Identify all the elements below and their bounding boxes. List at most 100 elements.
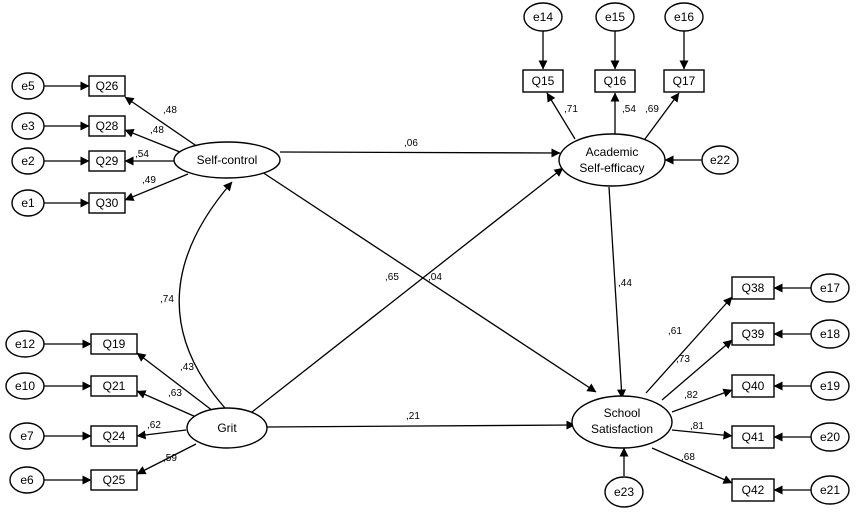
svg-text:Q29: Q29	[96, 154, 119, 168]
edge-sc-ss	[261, 171, 597, 393]
edge-ss-q41	[671, 429, 733, 440]
edge-ss-q38	[645, 296, 733, 394]
edge-ase-ss	[608, 186, 626, 399]
svg-text:Q28: Q28	[96, 119, 119, 133]
svg-text:Q15: Q15	[532, 74, 555, 88]
error-e7: e7	[9, 422, 45, 450]
indicator-q21: Q21	[90, 375, 138, 397]
loading-q41: ,81	[690, 421, 704, 432]
path-grit-ase: ,65	[385, 272, 399, 283]
path-grit-ss: ,21	[406, 411, 420, 422]
svg-text:Q38: Q38	[742, 281, 765, 295]
svg-text:e5: e5	[21, 79, 35, 93]
latent-school-satisfaction: School Satisfaction	[571, 395, 673, 449]
error-e3: e3	[11, 112, 45, 140]
svg-text:Q16: Q16	[604, 74, 627, 88]
indicator-q42: Q42	[731, 478, 775, 502]
error-e1: e1	[11, 189, 45, 217]
svg-text:e14: e14	[533, 10, 553, 24]
edge-grit-q25	[136, 443, 197, 475]
latent-grit: Grit	[186, 407, 268, 449]
edge-grit-q19	[136, 352, 214, 412]
error-e22: e22	[701, 145, 739, 175]
svg-text:Q21: Q21	[103, 379, 126, 393]
indicator-q19: Q19	[90, 333, 138, 355]
edge-ss-q42	[651, 447, 733, 484]
error-e15: e15	[595, 2, 635, 32]
loading-labels: ,48 ,48 ,54 ,49 ,71 ,54 ,69 ,43 ,63 ,62 …	[135, 104, 704, 464]
loading-q38: ,61	[668, 326, 682, 337]
error-e5: e5	[11, 72, 45, 100]
path-sc-ss: ,04	[428, 272, 442, 283]
svg-text:e6: e6	[20, 473, 34, 487]
latent-self-control: Self-control	[173, 141, 281, 179]
indicator-q29: Q29	[88, 150, 126, 172]
loading-q39: ,73	[676, 354, 690, 365]
edge-grit-q24	[136, 429, 187, 440]
error-e10: e10	[5, 372, 45, 400]
indicator-q30: Q30	[88, 192, 126, 214]
edge-sc-q30	[124, 173, 189, 201]
svg-text:e16: e16	[674, 10, 694, 24]
loading-q30: ,49	[142, 175, 156, 186]
loading-q21: ,63	[168, 388, 182, 399]
loading-q16: ,54	[622, 104, 636, 115]
svg-text:Q39: Q39	[742, 327, 765, 341]
indicator-q41: Q41	[731, 425, 775, 449]
svg-text:Q41: Q41	[742, 430, 765, 444]
svg-text:e20: e20	[820, 430, 840, 444]
loading-q40: ,82	[684, 390, 698, 401]
svg-text:e2: e2	[21, 154, 35, 168]
error-e17: e17	[810, 273, 850, 303]
error-e21: e21	[810, 475, 850, 505]
latent-label: Grit	[217, 421, 237, 435]
latent-label: Academic	[586, 145, 639, 159]
error-e16: e16	[664, 2, 704, 32]
indicator-q16: Q16	[594, 69, 636, 93]
svg-text:Q26: Q26	[96, 79, 119, 93]
svg-text:e18: e18	[820, 327, 840, 341]
indicator-q26: Q26	[88, 75, 126, 97]
svg-text:Q25: Q25	[103, 473, 126, 487]
edge-ss-q40	[671, 388, 733, 413]
svg-text:e3: e3	[21, 119, 35, 133]
latent-label: School	[604, 406, 641, 420]
error-e14: e14	[523, 2, 563, 32]
indicator-q25: Q25	[90, 469, 138, 491]
edge-grit-ase	[251, 167, 564, 413]
edge-sc-q26	[124, 96, 199, 148]
svg-text:e19: e19	[820, 379, 840, 393]
svg-text:Q19: Q19	[103, 337, 126, 351]
loading-q28: ,48	[150, 125, 164, 136]
error-e18: e18	[810, 319, 850, 349]
indicator-q24: Q24	[90, 425, 138, 447]
error-e20: e20	[810, 422, 850, 452]
loading-q25: ,59	[163, 453, 177, 464]
error-e2: e2	[11, 147, 45, 175]
edge-sc-ase	[279, 148, 561, 158]
loading-q24: ,62	[147, 420, 161, 431]
error-e6: e6	[9, 466, 45, 494]
latent-label: Self-efficacy	[579, 161, 644, 175]
edge-sc-q28	[124, 128, 181, 153]
indicator-q38: Q38	[731, 276, 775, 300]
loading-q17: ,69	[645, 104, 659, 115]
covariance-sc-grit	[178, 181, 235, 418]
svg-text:Q24: Q24	[103, 429, 126, 443]
svg-text:e12: e12	[15, 337, 35, 351]
svg-text:e15: e15	[605, 10, 625, 24]
path-labels: ,06 ,04 ,65 ,21 ,44 ,74	[160, 138, 632, 422]
error-e19: e19	[810, 371, 850, 401]
structural-edges	[178, 148, 626, 430]
edge-grit-q21	[136, 390, 197, 418]
svg-text:e1: e1	[21, 196, 35, 210]
edge-grit-ss	[265, 420, 576, 430]
path-ase-ss: ,44	[618, 278, 632, 289]
indicator-q39: Q39	[731, 322, 775, 346]
indicator-q40: Q40	[731, 374, 775, 398]
svg-text:e10: e10	[15, 379, 35, 393]
error-e12: e12	[5, 330, 45, 358]
error-edges	[44, 31, 811, 495]
path-sc-ase: ,06	[404, 138, 418, 149]
